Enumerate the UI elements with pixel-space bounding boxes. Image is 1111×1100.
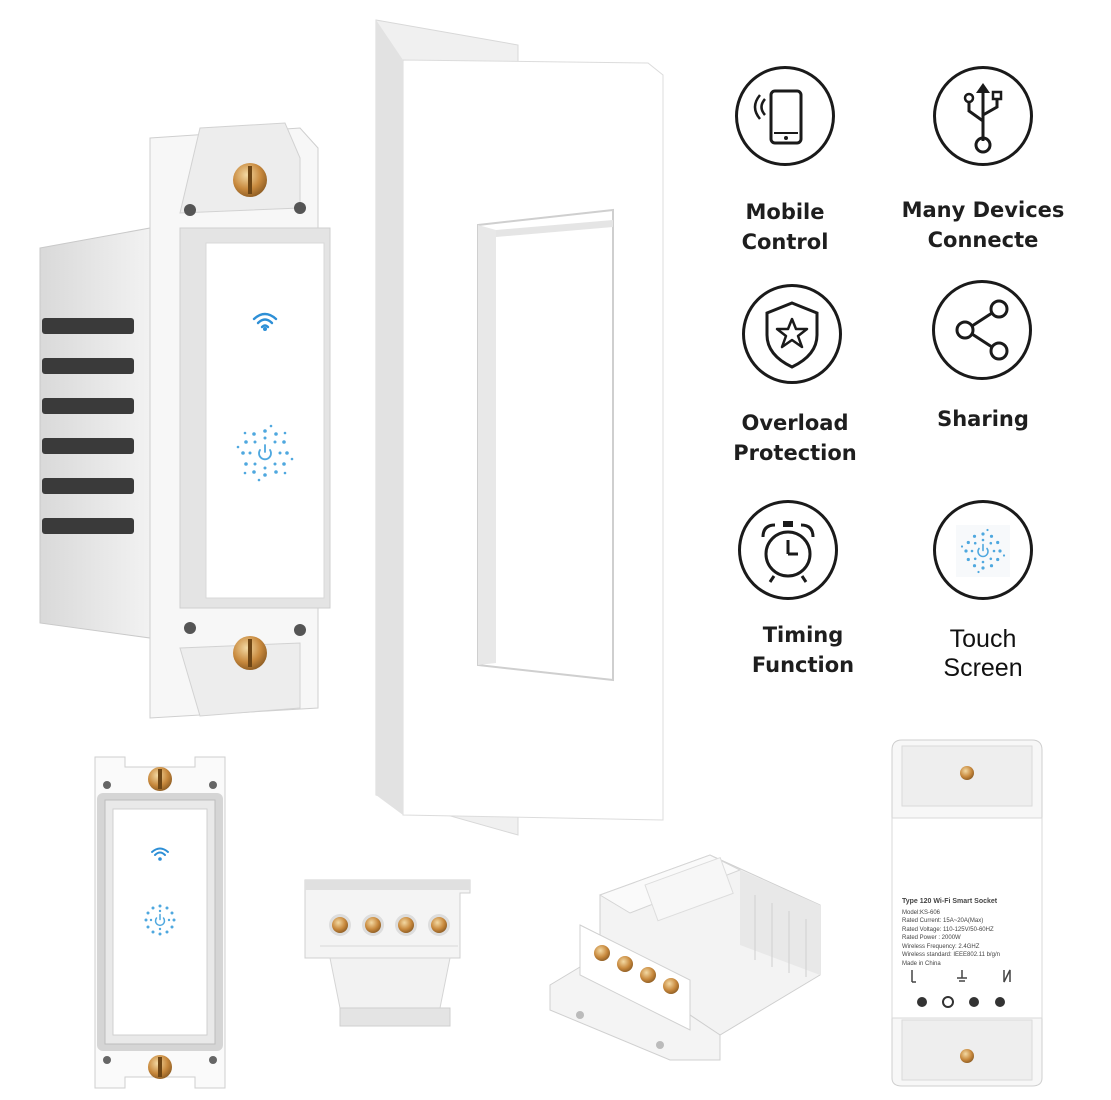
rear-module-illustration (549, 854, 821, 1061)
many-devices-circle (933, 66, 1033, 166)
wall-plate-illustration (375, 19, 664, 836)
wall-plate (368, 15, 673, 845)
rear-module-flat-illustration (891, 739, 1043, 1087)
touch-screen-circle (933, 500, 1033, 600)
touch-power-icon (956, 525, 1010, 577)
rear-module-angled (540, 835, 840, 1065)
feature-label-sharing: Sharing (937, 407, 1029, 431)
spec-line: Made in China (902, 960, 941, 967)
spec-line: Rated Power : 2000W (902, 935, 961, 941)
shield-star-icon (765, 301, 819, 369)
terminal-block-illustration (304, 879, 471, 1027)
spec-line: Model:KS-606 (902, 909, 941, 916)
spec-line: Rated Current: 15A~20A(Max) (902, 918, 984, 924)
spec-line: Wireless Frequency: 2.4GHZ (902, 943, 980, 950)
mobile-control-circle (735, 66, 835, 166)
spec-label: Type 120 Wi-Fi Smart Socket Model:KS-606… (902, 898, 1030, 968)
spec-title: Type 120 Wi-Fi Smart Socket (902, 898, 998, 905)
spec-line: Rated Voltage: 110-125V/50-60HZ (902, 926, 994, 933)
alarm-clock-icon (761, 521, 815, 583)
terminal-block-front (300, 878, 480, 1028)
share-icon (955, 299, 1009, 361)
spec-line: Wireless standard: IEEE802.11 b/g/n (902, 952, 1000, 958)
main-smart-switch (30, 118, 350, 733)
sharing-circle (932, 280, 1032, 380)
timing-function-circle (738, 500, 838, 600)
rear-module-flat: Type 120 Wi-Fi Smart Socket Model:KS-606… (882, 738, 1052, 1088)
overload-protection-circle (742, 284, 842, 384)
front-switch-illustration (94, 756, 226, 1089)
main-switch-illustration (39, 122, 331, 719)
usb-icon (963, 83, 1003, 154)
front-view-switch (85, 755, 235, 1090)
smartphone-icon (753, 89, 803, 145)
